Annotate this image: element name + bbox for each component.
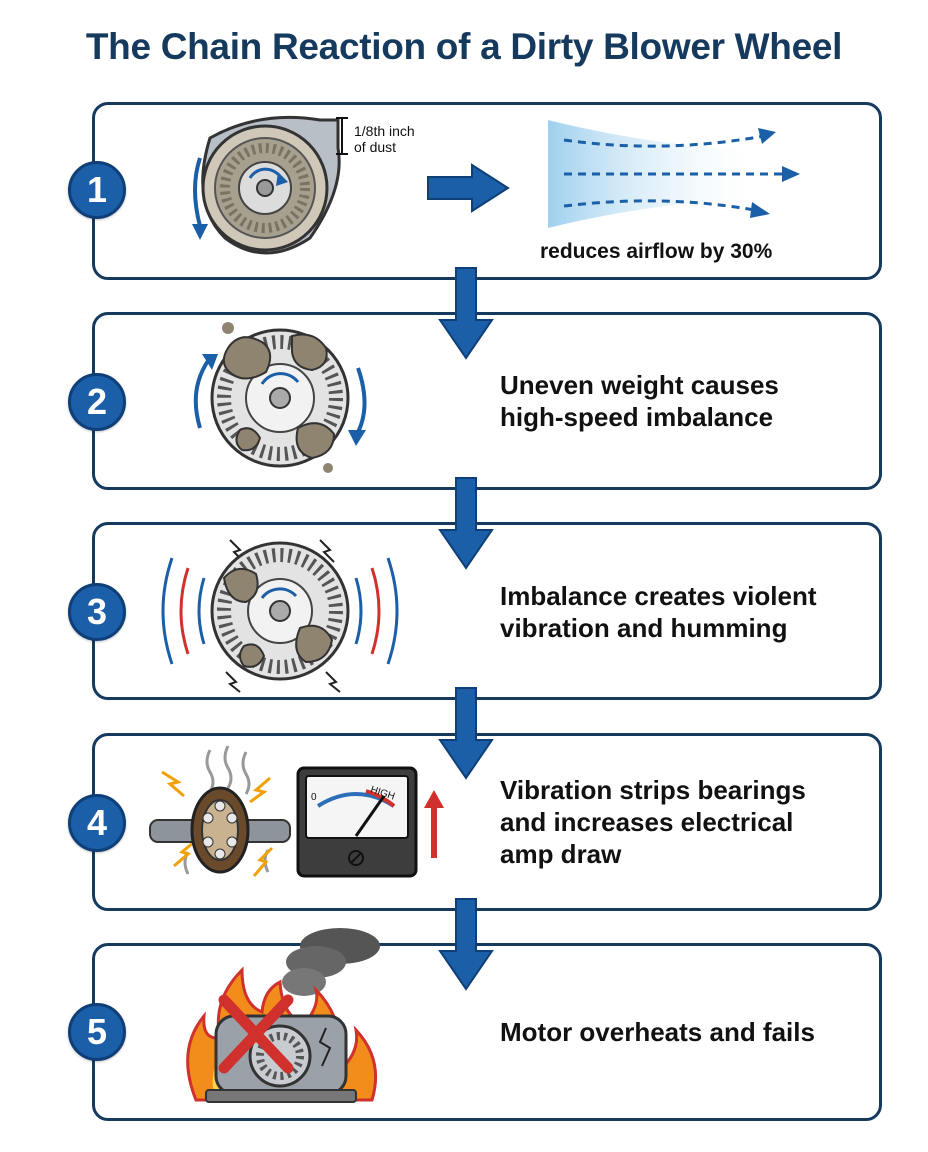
step-3-badge: 3 (68, 583, 126, 641)
step-2-text: Uneven weight causes high-speed imbalanc… (500, 370, 779, 432)
flow-arrow-3-4 (438, 687, 494, 780)
step-4-text: Vibration strips bearings and increases … (500, 775, 806, 869)
step-4-badge: 4 (68, 794, 126, 852)
imbalanced-wheel-icon (193, 322, 367, 473)
step-2-badge: 2 (68, 373, 126, 431)
worn-bearing-icon (149, 745, 291, 877)
page-title: The Chain Reaction of a Dirty Blower Whe… (85, 26, 843, 67)
gauge-low-label: 0 (311, 792, 317, 803)
dusty-blower-wheel-icon (192, 115, 348, 255)
up-arrow-icon (424, 790, 444, 858)
airflow-caption: reduces airflow by 30% (540, 240, 773, 263)
step-5-badge: 5 (68, 1003, 126, 1061)
flow-arrow-1-2 (438, 267, 494, 360)
burning-motor-icon (186, 928, 380, 1103)
dust-thickness-label: 1/8th inch of dust (354, 123, 415, 155)
flow-arrow-4-5 (438, 898, 494, 991)
step-5-text: Motor overheats and fails (500, 1017, 815, 1047)
step-3-text: Imbalance creates violent vibration and … (500, 581, 817, 643)
airflow-icon (548, 120, 800, 228)
step-1-badge: 1 (68, 161, 126, 219)
fail-x-icon (218, 994, 294, 1074)
right-arrow-icon (427, 163, 510, 213)
flow-arrow-2-3 (438, 477, 494, 570)
step-2-box (92, 312, 882, 490)
amp-gauge-icon (296, 766, 418, 878)
vibrating-wheel-icon (161, 539, 399, 693)
